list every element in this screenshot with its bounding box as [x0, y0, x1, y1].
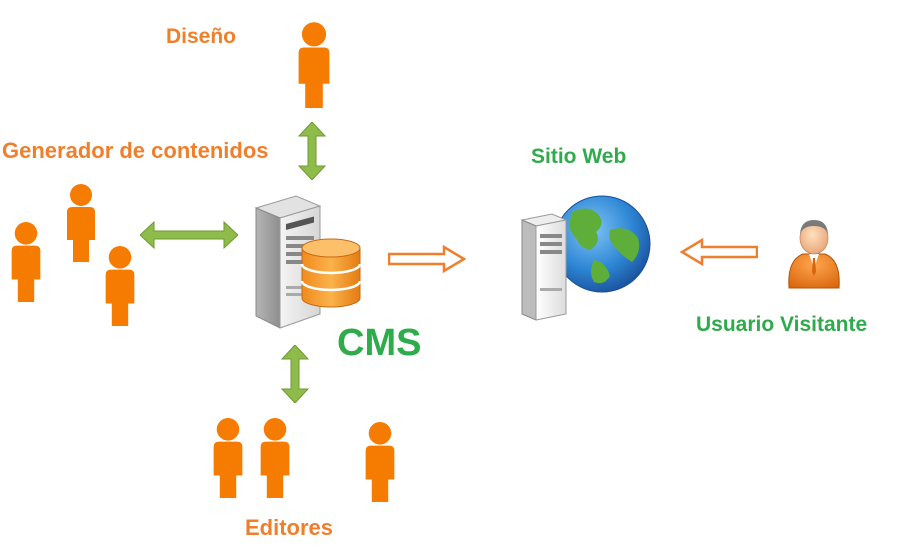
label-website: Sitio Web: [531, 145, 627, 168]
arrow-cms-editors: [280, 345, 310, 403]
person-icon: [105, 246, 135, 326]
label-design: Diseño: [166, 25, 237, 48]
person-icon: [213, 418, 243, 498]
arrow-generator-cms: [140, 221, 238, 249]
label-cms: CMS: [337, 322, 422, 364]
person-icon: [298, 22, 330, 108]
arrow-visitor-website: [680, 238, 758, 266]
person-icon: [67, 184, 95, 262]
person-icon: [11, 222, 41, 302]
label-visitor: Usuario Visitante: [696, 313, 868, 336]
arrow-design-cms: [297, 122, 327, 180]
visitor-avatar-icon: [788, 220, 840, 289]
arrow-cms-website: [388, 245, 466, 273]
database-icon: [300, 238, 362, 308]
label-content-generator: Generador de contenidos: [2, 138, 269, 163]
label-editors: Editores: [245, 515, 334, 540]
website-server-icon: [520, 195, 651, 321]
person-icon: [260, 418, 290, 498]
person-icon: [365, 422, 395, 502]
